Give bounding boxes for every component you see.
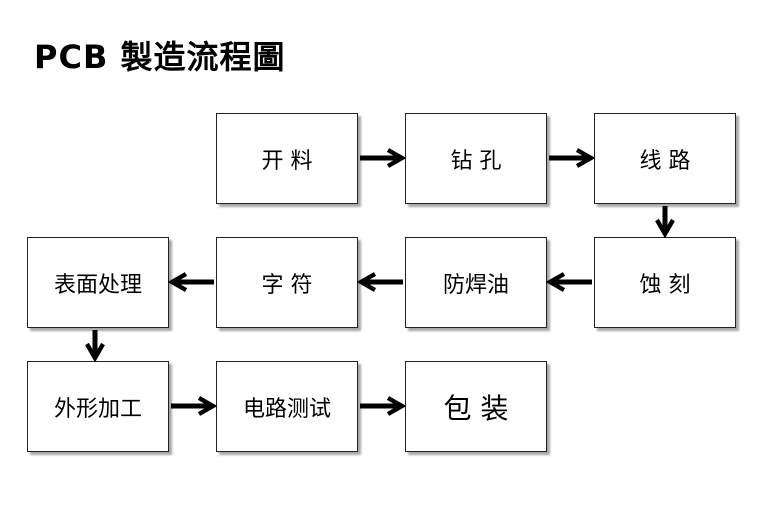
diagram-title: PCB 製造流程圖 bbox=[34, 38, 286, 76]
step-cutting: 开 料 bbox=[216, 113, 358, 204]
step-packaging: 包 装 bbox=[405, 361, 547, 452]
step-etching: 蚀 刻 bbox=[594, 237, 736, 328]
step-drilling: 钻 孔 bbox=[405, 113, 547, 204]
step-silkscreen: 字 符 bbox=[216, 237, 358, 328]
step-solder-mask: 防焊油 bbox=[405, 237, 547, 328]
step-electrical-test: 电路测试 bbox=[216, 361, 358, 452]
step-profiling: 外形加工 bbox=[27, 361, 169, 452]
